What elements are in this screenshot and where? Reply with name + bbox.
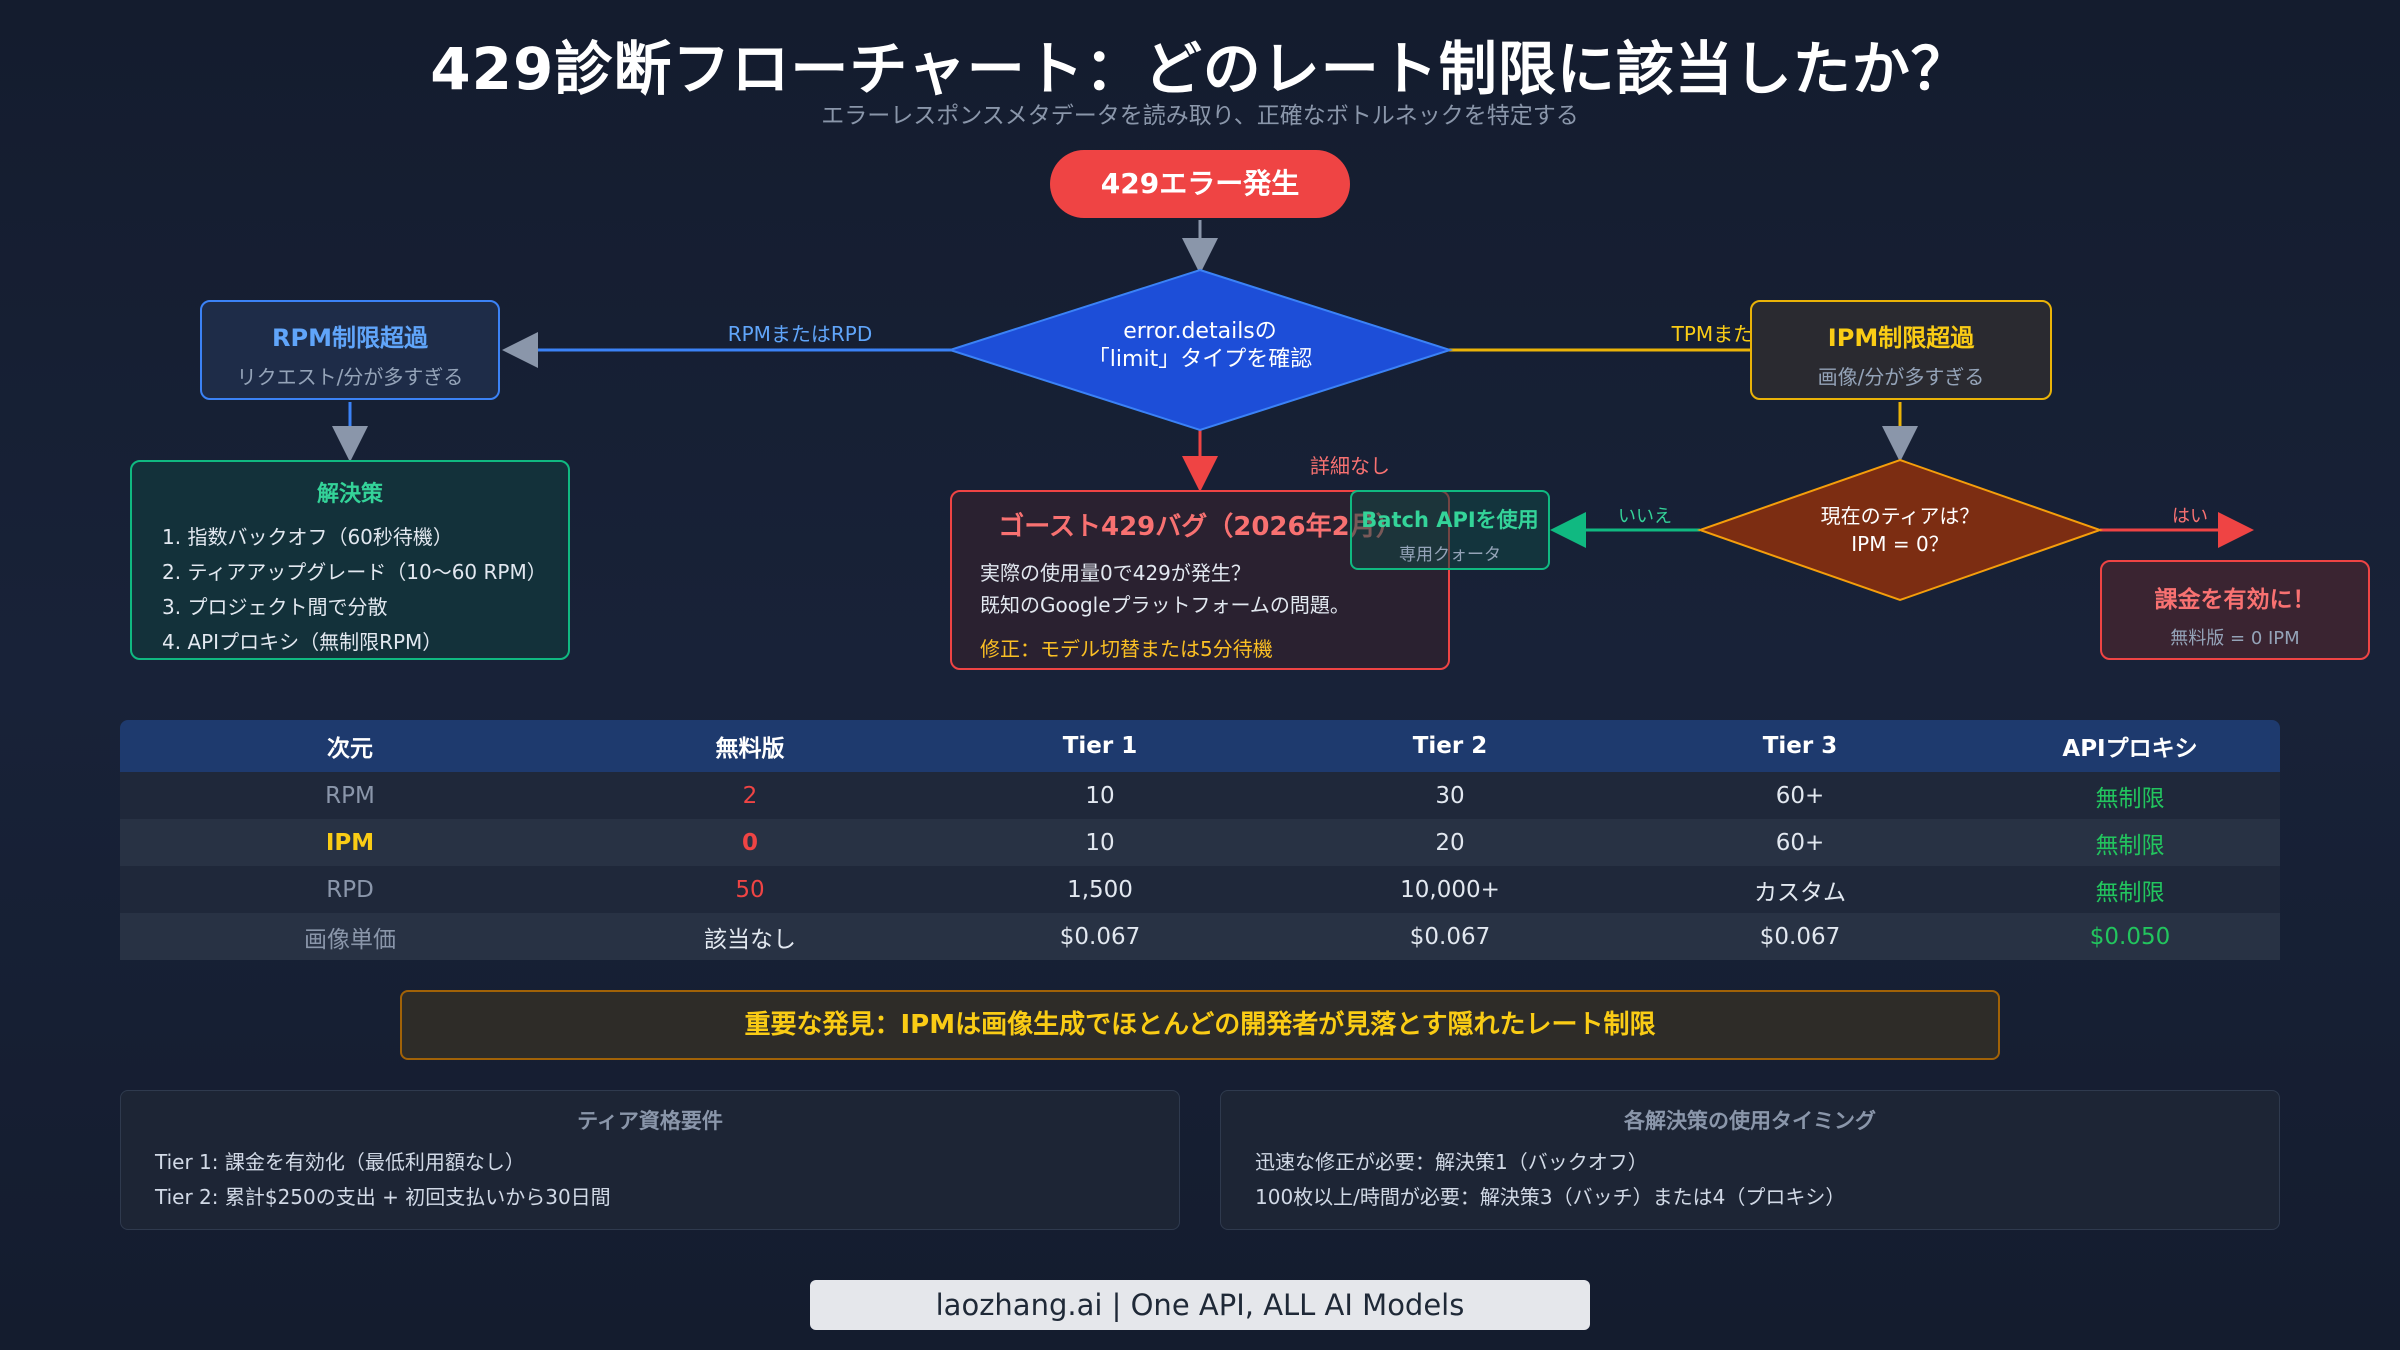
page-title: 429診断フローチャート：どのレート制限に該当したか？ — [430, 35, 1970, 103]
solution-item: 1. 指数バックオフ（60秒待機） — [162, 525, 453, 549]
decision-limit-type-line1: error.detailsの — [1123, 319, 1277, 344]
table-cell: 無制限 — [1980, 772, 2280, 819]
table-cell: $0.067 — [1280, 913, 1620, 960]
page-subtitle: エラーレスポンスメタデータを読み取り、正確なボトルネックを特定する — [821, 103, 1579, 129]
decision-diamond-tier — [1696, 458, 2104, 602]
table-cell: 10,000+ — [1280, 866, 1620, 913]
table-row: 画像単価 該当なし $0.067 $0.067 $0.067 $0.050 — [120, 913, 2280, 960]
solution-timing-item: 迅速な修正が必要：解決策1（バックオフ） — [1255, 1150, 1648, 1174]
table-cell: $0.050 — [1980, 913, 2280, 960]
ghost-bug-fix: 修正：モデル切替または5分待機 — [980, 637, 1273, 661]
edge-label-yes: はい — [2172, 506, 2208, 527]
table-cell: RPD — [120, 866, 580, 913]
table-cell: $0.067 — [1620, 913, 1980, 960]
table-cell: 該当なし — [580, 913, 920, 960]
rate-limit-table: 次元 無料版 Tier 1 Tier 2 Tier 3 APIプロキシ RPM … — [120, 720, 2280, 960]
decision-tier-line1: 現在のティアは？ — [1820, 504, 1980, 528]
decision-limit-type-line2: 「limit」タイプを確認 — [1087, 347, 1313, 372]
footer-brand: laozhang.ai | One API, ALL AI Models — [810, 1280, 1590, 1330]
ipm-exceeded-title: IPM制限超過 — [1827, 324, 1975, 352]
table-header: 次元 — [120, 720, 580, 772]
table-header-row: 次元 無料版 Tier 1 Tier 2 Tier 3 APIプロキシ — [120, 720, 2280, 772]
table-row: RPM 2 10 30 60+ 無制限 — [120, 772, 2280, 819]
table-cell: カスタム — [1620, 866, 1980, 913]
rpm-exceeded-subtitle: リクエスト/分が多すぎる — [236, 365, 464, 389]
tier-requirements-panel: ティア資格要件 Tier 1: 課金を有効化（最低利用額なし） Tier 2: … — [120, 1090, 1180, 1230]
batch-api-box: Batch APIを使用 専用クォータ — [1350, 490, 1550, 570]
table-cell: 0 — [580, 819, 920, 866]
edge-label-rpm-rpd: RPMまたはRPD — [727, 322, 873, 346]
solutions-box: 解決策 1. 指数バックオフ（60秒待機） 2. ティアアップグレード（10〜6… — [130, 460, 570, 660]
solution-item: 4. APIプロキシ（無制限RPM） — [162, 630, 443, 654]
tier-requirement-item: Tier 2: 累計$250の支出 + 初回支払いから30日間 — [155, 1185, 611, 1209]
ghost-bug-title: ゴースト429バグ（2026年2月） — [998, 512, 1402, 542]
decision-tier-text: 現在のティアは？ IPM = 0？ — [1760, 502, 2040, 558]
solution-timing-title: 各解決策の使用タイミング — [1624, 1109, 1876, 1133]
batch-api-subtitle: 専用クォータ — [1399, 545, 1501, 565]
ipm-exceeded-subtitle: 画像/分が多すぎる — [1817, 365, 1985, 389]
table-cell: 無制限 — [1980, 819, 2280, 866]
decision-tier-line2: IPM = 0？ — [1851, 532, 1949, 556]
table-cell: 2 — [580, 772, 920, 819]
solution-item: 2. ティアアップグレード（10〜60 RPM） — [162, 560, 547, 584]
edge-label-no: いいえ — [1618, 506, 1672, 527]
table-header: APIプロキシ — [1980, 720, 2280, 772]
table-cell: 無制限 — [1980, 866, 2280, 913]
ipm-exceeded-box: IPM制限超過 画像/分が多すぎる — [1750, 300, 2052, 400]
table-header: Tier 1 — [920, 720, 1280, 772]
tier-requirement-item: Tier 1: 課金を有効化（最低利用額なし） — [155, 1150, 525, 1174]
start-node-429-error: 429エラー発生 — [1050, 150, 1350, 218]
rpm-exceeded-box: RPM制限超過 リクエスト/分が多すぎる — [200, 300, 500, 400]
enable-billing-box: 課金を有効に！ 無料版 = 0 IPM — [2100, 560, 2370, 660]
table-header: Tier 3 — [1620, 720, 1980, 772]
enable-billing-title: 課金を有効に！ — [2154, 587, 2316, 613]
table-cell: 60+ — [1620, 772, 1980, 819]
table-cell: 10 — [920, 819, 1280, 866]
ghost-bug-line1: 実際の使用量0で429が発生？ — [980, 561, 1251, 585]
table-header: Tier 2 — [1280, 720, 1620, 772]
table-cell: 60+ — [1620, 819, 1980, 866]
table-cell: 10 — [920, 772, 1280, 819]
key-insight-banner: 重要な発見：IPMは画像生成でほとんどの開発者が見落とす隠れたレート制限 — [400, 990, 2000, 1060]
ghost-bug-line2: 既知のGoogleプラットフォームの問題。 — [980, 593, 1350, 617]
edge-label-no-details: 詳細なし — [1310, 454, 1390, 478]
tier-requirements-title: ティア資格要件 — [577, 1109, 723, 1133]
table-cell: IPM — [120, 819, 580, 866]
table-cell: 30 — [1280, 772, 1620, 819]
decision-limit-type-text: error.detailsの 「limit」タイプを確認 — [1000, 318, 1400, 374]
table-cell: 20 — [1280, 819, 1620, 866]
decision-diamond-limit-type — [946, 268, 1454, 432]
solution-timing-panel: 各解決策の使用タイミング 迅速な修正が必要：解決策1（バックオフ） 100枚以上… — [1220, 1090, 2280, 1230]
table-cell: RPM — [120, 772, 580, 819]
table-cell: 画像単価 — [120, 913, 580, 960]
solution-timing-item: 100枚以上/時間が必要：解決策3（バッチ）または4（プロキシ） — [1255, 1185, 1846, 1209]
enable-billing-subtitle: 無料版 = 0 IPM — [2170, 628, 2300, 649]
table-cell: 50 — [580, 866, 920, 913]
rpm-exceeded-title: RPM制限超過 — [272, 324, 428, 352]
table-cell: 1,500 — [920, 866, 1280, 913]
table-header: 無料版 — [580, 720, 920, 772]
batch-api-title: Batch APIを使用 — [1361, 508, 1539, 532]
table-row: IPM 0 10 20 60+ 無制限 — [120, 819, 2280, 866]
solution-item: 3. プロジェクト間で分散 — [162, 595, 388, 619]
solutions-title: 解決策 — [316, 482, 383, 507]
table-cell: $0.067 — [920, 913, 1280, 960]
table-row: RPD 50 1,500 10,000+ カスタム 無制限 — [120, 866, 2280, 913]
